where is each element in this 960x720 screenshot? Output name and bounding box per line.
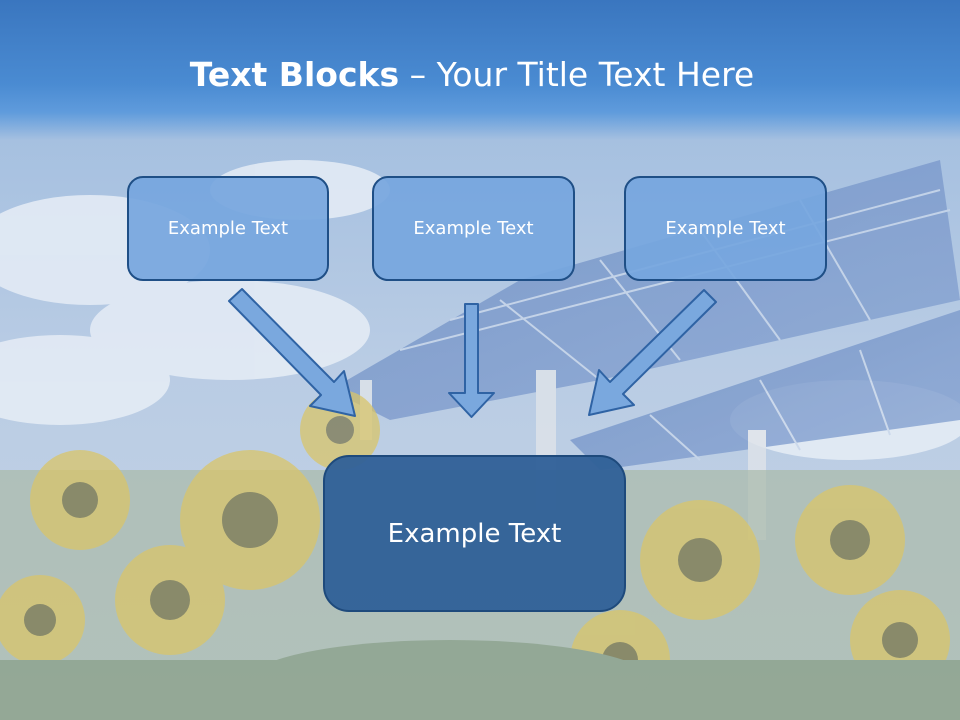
slide-title: Text Blocks – Your Title Text Here <box>0 52 944 98</box>
text-block-2-label: Example Text <box>413 218 534 239</box>
main-text-block-label: Example Text <box>387 518 562 549</box>
arrow-down-right-icon <box>228 288 356 417</box>
title-bar <box>0 0 960 140</box>
text-block-3-label: Example Text <box>665 218 786 239</box>
title-rest: Your Title Text Here <box>436 55 755 94</box>
main-text-block[interactable]: Example Text <box>323 455 626 612</box>
text-block-1-label: Example Text <box>167 218 289 239</box>
text-block-2[interactable]: Example Text <box>372 176 575 281</box>
arrow-down-left-icon <box>588 289 717 416</box>
text-block-1[interactable]: Example Text <box>127 176 329 281</box>
title-bold: Text Blocks <box>189 55 400 94</box>
title-dash: – <box>399 55 437 94</box>
arrow-down-icon <box>448 303 495 418</box>
text-block-3[interactable]: Example Text <box>624 176 827 281</box>
